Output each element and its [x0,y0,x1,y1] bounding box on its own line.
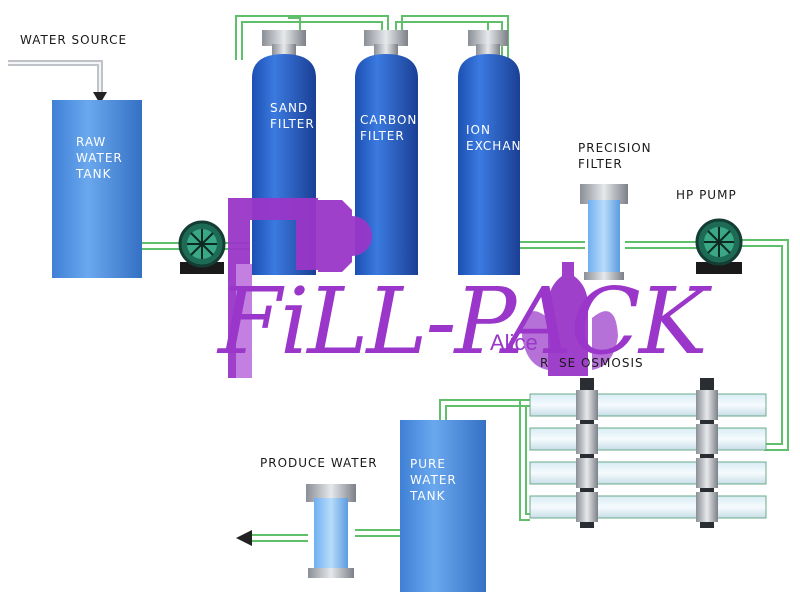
feed-pump [178,220,226,274]
label-pure-water-tank: PURE WATER TANK [410,457,457,503]
produce-arrow [236,530,252,546]
label-hp-pump: HP PUMP [676,188,737,202]
precision-filter [580,184,628,280]
hp-pump [695,218,743,274]
raw-water-tank [52,100,142,278]
label-water-source: WATER SOURCE [20,33,128,47]
produce-water-filter [306,484,356,578]
water-source-inlet [8,60,107,104]
label-carbon-filter: CARBON FILTER [360,113,418,143]
label-sand-filter: SAND FILTER [270,101,315,131]
pure-water-tank [400,420,486,592]
label-reverse-osmosis: R SE OSMOSIS [540,356,644,370]
fillpack-watermark-sub: Alice [490,330,538,355]
fillpack-watermark: FiLL-PACK [218,268,708,375]
label-produce-water: PRODUCE WATER [260,456,378,470]
ion-exchanger-tank [458,30,520,275]
carbon-filter-tank [355,30,418,275]
label-ion-exchanger: ION EXCHANGER [466,123,550,153]
label-precision-filter: PRECISION FILTER [578,141,652,171]
label-raw-water-tank: RAW WATER TANK [76,135,123,181]
fillpack-logo-graphic [228,198,618,378]
reverse-osmosis-membranes [529,378,767,528]
